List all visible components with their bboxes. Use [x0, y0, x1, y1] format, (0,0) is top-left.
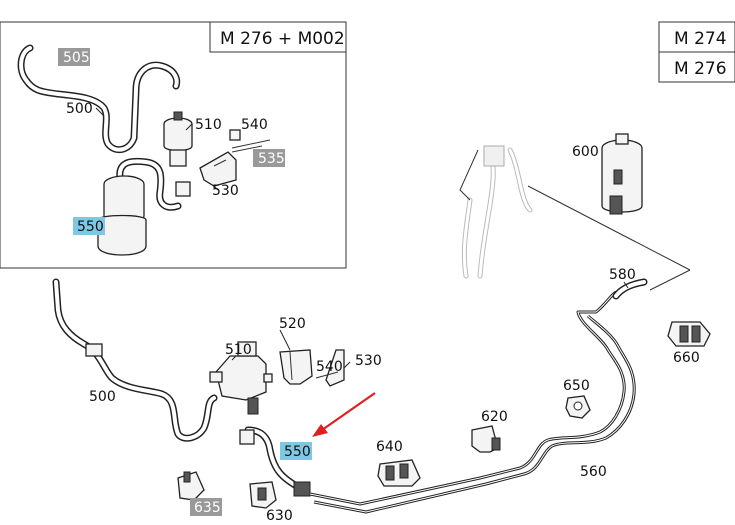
- label-530: 530: [355, 353, 382, 369]
- label-550: 550: [284, 444, 311, 460]
- label-540: 540: [316, 359, 343, 375]
- inset-badge-505: [58, 48, 90, 66]
- inset-bracket: [199, 151, 237, 187]
- leader-600-link: [527, 185, 691, 271]
- canister-600: [601, 133, 643, 215]
- label-630: 630: [266, 508, 293, 524]
- main-hose-550: [239, 426, 311, 497]
- main-hose-500: [52, 278, 218, 442]
- badge-635: [190, 498, 222, 516]
- inset-canister: [97, 175, 147, 256]
- inset-label-510: 510: [195, 117, 222, 133]
- label-500: 500: [89, 389, 116, 405]
- inset-engine-box: [209, 21, 347, 53]
- inset-hose-500: [17, 44, 181, 154]
- inset-badge-535: [253, 149, 285, 167]
- label-640: 640: [376, 439, 403, 455]
- connector-580: [612, 278, 648, 300]
- part-630: [249, 481, 277, 509]
- inset-label-530: 530: [212, 183, 239, 199]
- label-635: 635: [194, 500, 221, 516]
- label-580: 580: [609, 267, 636, 283]
- part-530: [315, 349, 345, 387]
- leader-530: [343, 361, 351, 369]
- label-560: 560: [580, 464, 607, 480]
- label-660: 660: [673, 350, 700, 366]
- badge-550: [280, 442, 312, 460]
- inset-label-535: 535: [258, 151, 285, 167]
- part-635: [177, 471, 205, 501]
- clip-620: [471, 425, 501, 453]
- label-510: 510: [225, 342, 252, 358]
- label-650: 650: [563, 378, 590, 394]
- inset-leader-510: [185, 123, 193, 131]
- label-600: 600: [572, 144, 599, 160]
- label-520: 520: [279, 316, 306, 332]
- inset-label-505: 505: [63, 50, 90, 66]
- leader-520: [279, 329, 291, 351]
- ghost-hoses: [459, 145, 533, 279]
- inset-leader-500: [95, 107, 105, 117]
- label-620: 620: [481, 409, 508, 425]
- inset-engine-label: M 276 + M002: [220, 29, 345, 49]
- inset-label-500: 500: [66, 101, 93, 117]
- inset-hose-550: [116, 157, 182, 211]
- engine-label-top: M 274: [674, 29, 727, 49]
- leader-510: [231, 355, 237, 361]
- pipe-560: [309, 290, 636, 514]
- engine-box-bottom: [658, 51, 735, 83]
- leader-580: [623, 281, 629, 289]
- clip-650: [565, 395, 591, 419]
- part-520: [279, 349, 313, 385]
- inset-leader-530: [213, 185, 219, 191]
- inset-frame: [0, 21, 347, 269]
- inset-label-540: 540: [241, 117, 268, 133]
- clip-640: [377, 459, 421, 487]
- engine-label-bottom: M 276: [674, 59, 727, 79]
- leader-600-link-2: [649, 269, 691, 291]
- clamp-660: [667, 321, 711, 347]
- inset-clip: [229, 129, 271, 153]
- valve-510: [209, 341, 273, 415]
- inset-label-550: 550: [77, 219, 104, 235]
- highlight-arrow: [312, 392, 376, 437]
- inset-badge-550: [73, 217, 105, 235]
- inset-valve: [163, 111, 193, 197]
